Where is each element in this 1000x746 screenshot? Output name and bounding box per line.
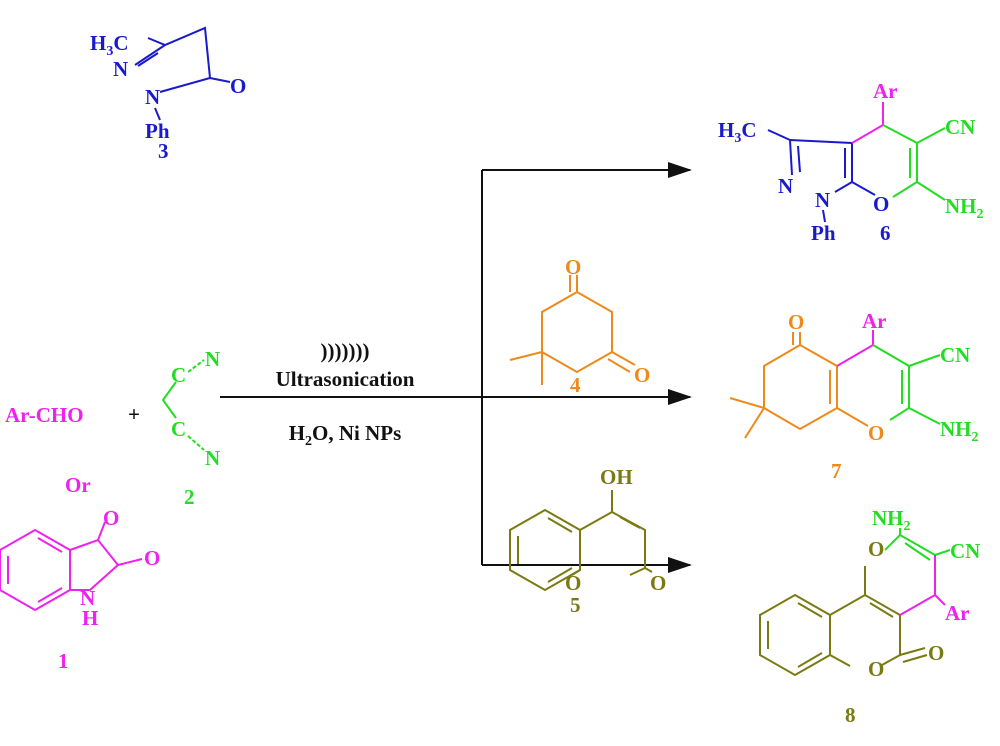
- cyano-group: CN: [945, 115, 975, 139]
- hydroxyl-group: OH: [600, 465, 633, 489]
- compound-label-6: 6: [880, 221, 891, 245]
- atom-o: O: [868, 537, 884, 561]
- hydroxycoumarin-5: OH O O 5: [509, 465, 666, 617]
- product-6: H3C N N O Ar CN NH2 Ph 6: [718, 79, 984, 245]
- compound-label-8: 8: [845, 703, 856, 727]
- atom-o: O: [634, 363, 650, 387]
- atom-c: C: [171, 363, 186, 387]
- methyl-group: H3C: [90, 31, 129, 59]
- solvent-catalyst-label: H2O, Ni NPs: [289, 421, 402, 449]
- reaction-arrows: [220, 162, 692, 573]
- atom-o: O: [230, 74, 246, 98]
- atom-o: O: [144, 546, 160, 570]
- product-7: O O Ar CN NH2 7: [729, 309, 979, 483]
- compound-label-7: 7: [831, 459, 842, 483]
- atom-n: N: [815, 188, 830, 212]
- ultrasonication-label: Ultrasonication: [276, 367, 415, 391]
- atom-o: O: [868, 657, 884, 681]
- amino-group: NH2: [940, 417, 979, 445]
- atom-c: C: [171, 417, 186, 441]
- aldehyde-formula: Ar-CHO: [5, 403, 84, 427]
- dimedone-4: O O 4: [509, 255, 650, 397]
- atom-o: O: [103, 506, 119, 530]
- amino-group: NH2: [872, 506, 911, 534]
- atom-n: N: [113, 57, 128, 81]
- reaction-conditions: ))))))) Ultrasonication H2O, Ni NPs: [276, 339, 415, 449]
- atom-o: O: [928, 641, 944, 665]
- aryl-group: Ar: [862, 309, 887, 333]
- plus-sign: +: [128, 402, 140, 426]
- atom-n: N: [778, 174, 793, 198]
- phenyl-group: Ph: [811, 221, 836, 245]
- atom-o: O: [873, 192, 889, 216]
- product-8: O O O NH2 CN Ar 8: [759, 506, 980, 727]
- atom-h: H: [82, 606, 98, 630]
- cyano-group: CN: [950, 539, 980, 563]
- isatin-1: O O N H 1: [0, 506, 160, 673]
- pyrazolone-3: H3C N N O Ph 3: [90, 26, 246, 163]
- atom-o: O: [650, 571, 666, 595]
- compound-label-3: 3: [158, 139, 169, 163]
- compound-label-4: 4: [570, 373, 581, 397]
- atom-o: O: [565, 255, 581, 279]
- atom-n: N: [80, 586, 95, 610]
- or-label: Or: [65, 473, 91, 497]
- malononitrile-2: C N C N 2: [161, 347, 220, 509]
- compound-label-5: 5: [570, 593, 581, 617]
- methyl-group: H3C: [718, 118, 757, 146]
- atom-n: N: [205, 446, 220, 470]
- amino-group: NH2: [945, 194, 984, 222]
- atom-n: N: [145, 85, 160, 109]
- aryl-group: Ar: [945, 601, 970, 625]
- ultrasound-symbol: ))))))): [321, 339, 370, 363]
- atom-o: O: [788, 310, 804, 334]
- reactant-aldehyde: Ar-CHO: [5, 403, 84, 427]
- compound-label-1: 1: [58, 649, 69, 673]
- aryl-group: Ar: [873, 79, 898, 103]
- atom-o: O: [868, 421, 884, 445]
- cyano-group: CN: [940, 343, 970, 367]
- atom-o: O: [565, 571, 581, 595]
- compound-label-2: 2: [184, 485, 195, 509]
- phenyl-group: Ph: [145, 119, 170, 143]
- atom-n: N: [205, 347, 220, 371]
